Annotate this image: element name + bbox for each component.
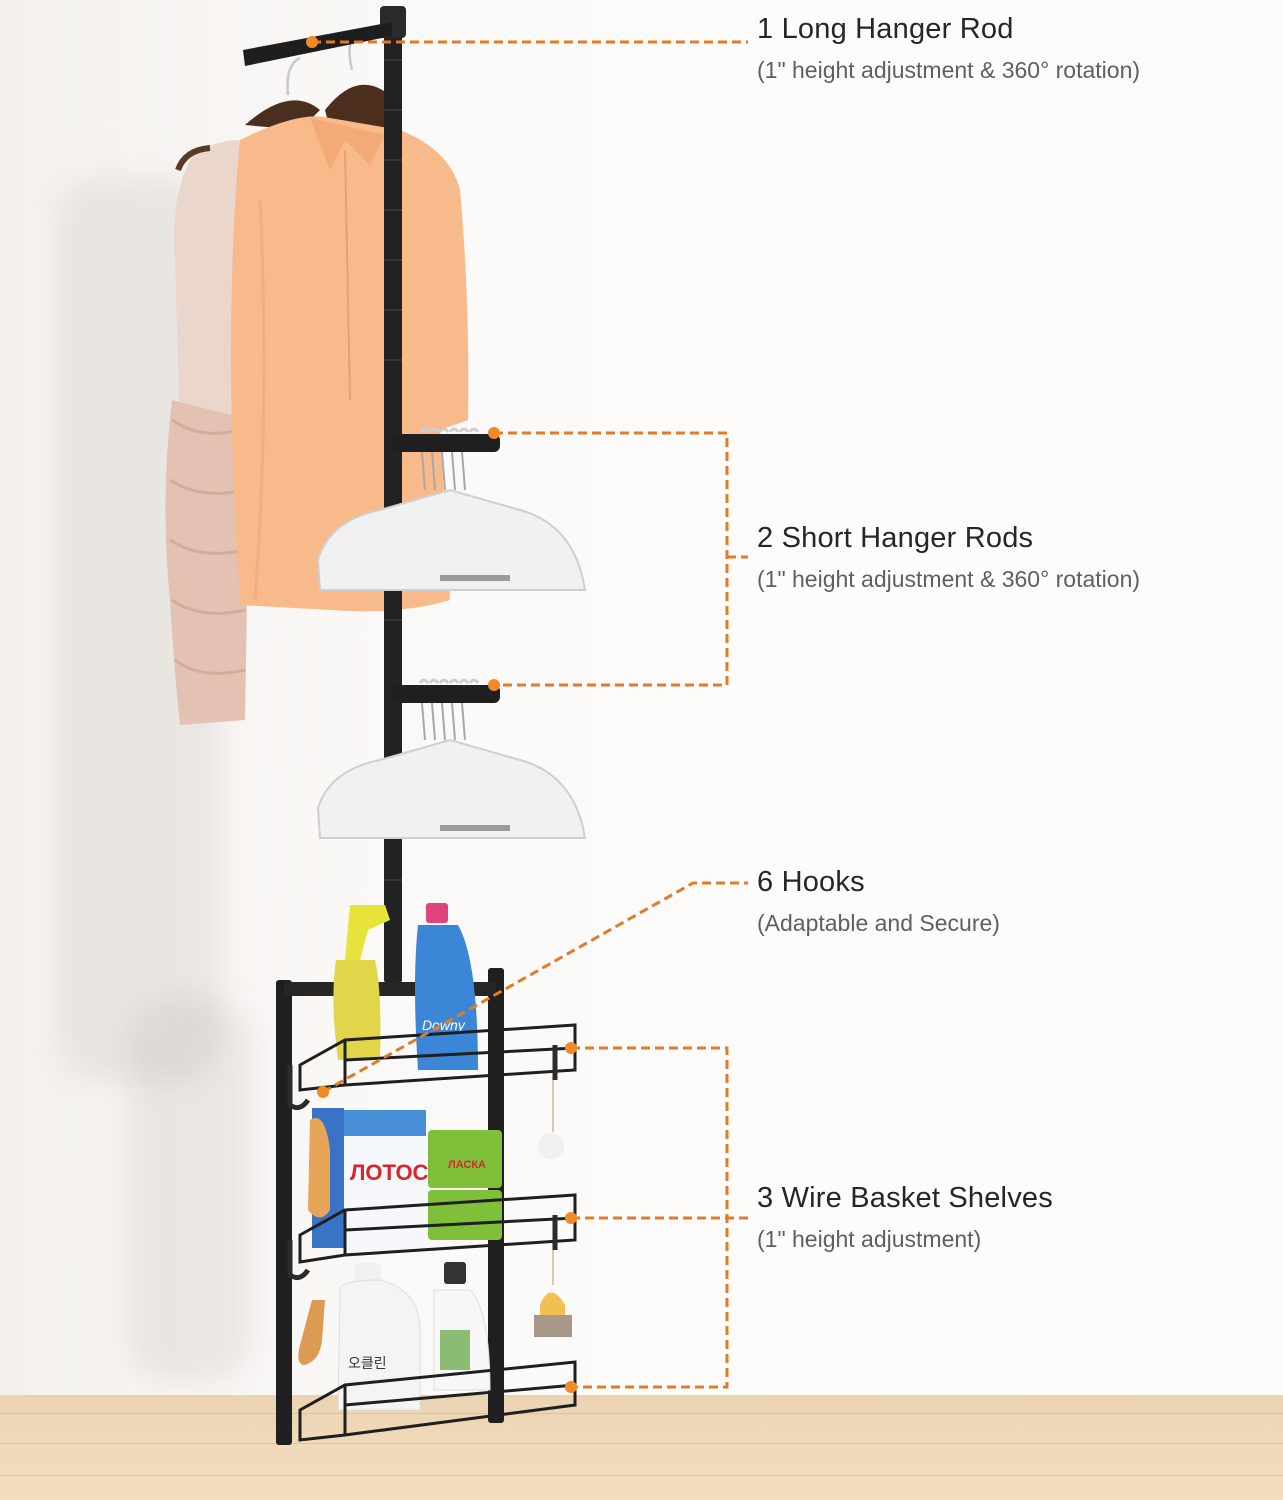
main-pole: [384, 8, 402, 983]
feature-long-hanger-rod: 1 Long Hanger Rod (1" height adjustment …: [757, 12, 1140, 84]
white-detergent-jug: 오클린: [337, 1263, 421, 1411]
wood-hanger-icon: [325, 84, 395, 130]
feature-title: 2 Short Hanger Rods: [757, 522, 1034, 554]
feature-title: 1 Long Hanger Rod: [757, 13, 1014, 45]
feature-subtitle: (Adaptable and Secure): [757, 910, 1000, 936]
feature-subtitle: (1" height adjustment & 360° rotation): [757, 57, 1141, 83]
downy-bottle: Downy: [415, 903, 478, 1070]
callout-dots: [306, 36, 577, 1393]
feature-title: 6 Hooks: [757, 866, 865, 898]
svg-text:오클린: 오클린: [348, 1356, 387, 1372]
feature-title: 3 Wire Basket Shelves: [757, 1182, 1053, 1214]
scrub-brush-icon: [540, 1292, 565, 1315]
bath-brush-icon: [298, 1300, 325, 1365]
wire-basket-2: [298, 1193, 577, 1264]
wooden-brush-icon: [308, 1118, 330, 1218]
svg-text:ЛОТОС: ЛОТОС: [350, 1160, 429, 1185]
spray-bottle: [333, 905, 390, 1060]
svg-text:Downy: Downy: [422, 1017, 466, 1033]
short-hanger-rod-2: [392, 685, 500, 703]
wire-basket-3: [298, 1360, 577, 1442]
white-bottle: [433, 1262, 491, 1391]
callout-lines: [312, 40, 748, 1389]
sleeveless-top: [165, 140, 250, 725]
feature-wire-basket-shelves: 3 Wire Basket Shelves (1" height adjustm…: [757, 1181, 1053, 1253]
feature-short-hanger-rods: 2 Short Hanger Rods (1" height adjustmen…: [757, 521, 1140, 593]
wall-shadow-lower: [130, 1000, 250, 1380]
hook-icon: [287, 1065, 311, 1111]
white-hangers-stack-2: [316, 738, 587, 839]
feature-subtitle: (1" height adjustment & 360° rotation): [757, 566, 1141, 592]
loofah-icon: [538, 1133, 564, 1159]
short-hanger-rod-1: [392, 434, 500, 452]
shelf-post-left: [276, 980, 292, 1445]
svg-text:ЛАСКА: ЛАСКА: [448, 1159, 486, 1171]
orange-shirt: [231, 116, 469, 612]
wire-basket-1: [298, 1023, 577, 1092]
hook-icon: [287, 1240, 311, 1281]
white-hangers-stack-1: [316, 488, 587, 591]
feature-subtitle: (1" height adjustment): [757, 1226, 982, 1252]
wooden-floor: [0, 1395, 1283, 1500]
feature-hooks: 6 Hooks (Adaptable and Secure): [757, 865, 1000, 937]
